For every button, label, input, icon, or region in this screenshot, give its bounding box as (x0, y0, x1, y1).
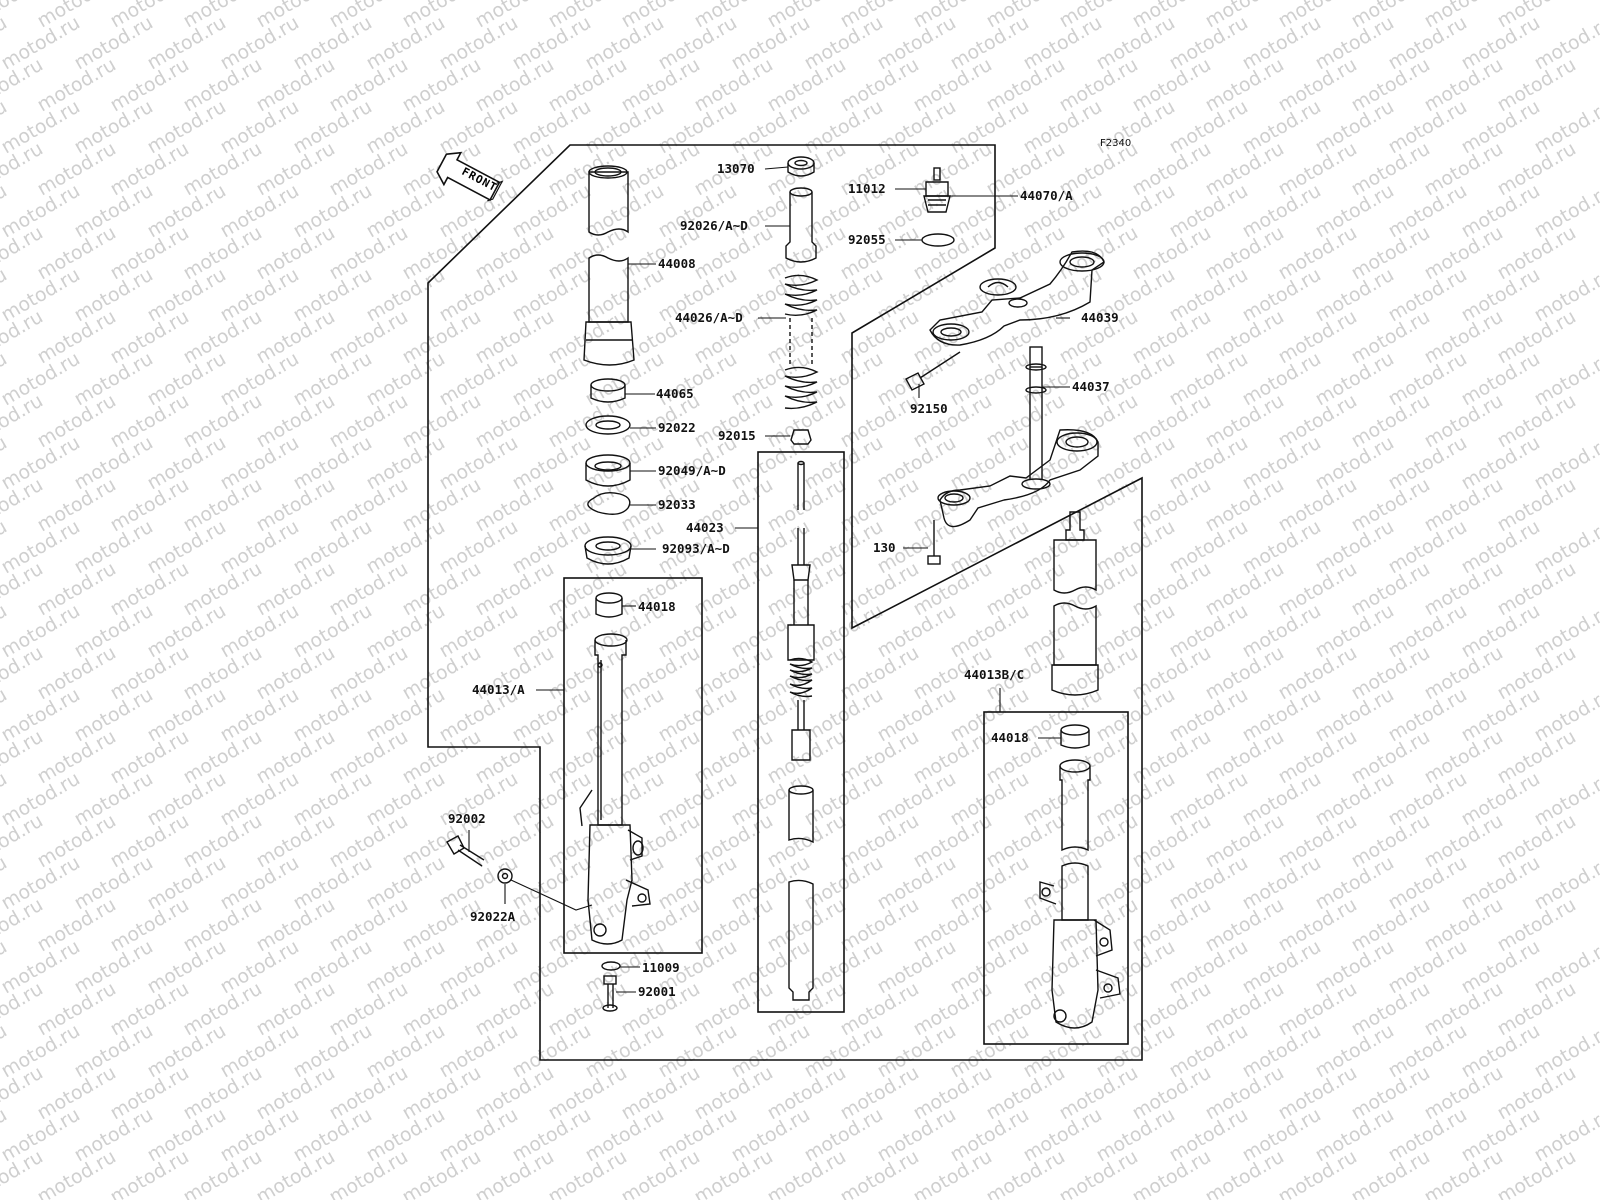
part-label-44023[interactable]: 44023 (686, 520, 724, 535)
part-label-92022a[interactable]: 92022A (470, 909, 516, 924)
part-label-92093[interactable]: 92093/A~D (662, 541, 730, 556)
part-label-44037[interactable]: 44037 (1072, 379, 1110, 394)
part-label-13070[interactable]: 13070 (717, 161, 755, 176)
steering-stem-44037 (937, 346, 1099, 528)
spacer-92026 (785, 187, 817, 263)
air-valve-11012 (923, 167, 951, 213)
part-label-92049[interactable]: 92049/A~D (658, 463, 726, 478)
part-label-92033[interactable]: 92033 (658, 497, 696, 512)
outer-tube-44008 (583, 165, 635, 366)
part-label-44018-left[interactable]: 44018 (638, 599, 676, 614)
spring-44026 (784, 274, 819, 410)
part-label-44065[interactable]: 44065 (656, 386, 694, 401)
part-label-92026[interactable]: 92026/A~D (680, 218, 748, 233)
bolt-92002 (446, 835, 485, 867)
part-label-44039[interactable]: 44039 (1081, 310, 1119, 325)
collar-13070 (787, 156, 815, 177)
inner-tube-44013 (579, 633, 651, 945)
bushing-44018-right (1060, 724, 1090, 749)
oil-seal-92049 (585, 454, 631, 487)
part-label-44026[interactable]: 44026/A~D (675, 310, 743, 325)
bushing-44018-left (595, 592, 623, 618)
upper-bracket-44039 (929, 250, 1105, 346)
washer-92022a (497, 868, 513, 884)
bushing-44065 (590, 378, 626, 403)
damper-rod-box (757, 451, 845, 1013)
part-label-44018-right[interactable]: 44018 (991, 730, 1029, 745)
reference-code: F2340 (1100, 138, 1132, 149)
inner-tube-right (1039, 759, 1121, 1029)
outer-tube-44013bc (1051, 511, 1099, 696)
bolt-92001 (602, 975, 618, 1012)
part-label-44013[interactable]: 44013/A (472, 682, 525, 697)
bolt-130 (927, 520, 941, 565)
gasket-11009 (601, 961, 621, 971)
front-arrow-icon (436, 151, 504, 202)
o-ring-92055 (921, 233, 955, 247)
washer-92022 (585, 415, 631, 435)
part-label-44008[interactable]: 44008 (658, 256, 696, 271)
circlip-92033 (587, 491, 631, 515)
part-label-92055[interactable]: 92055 (848, 232, 886, 247)
bolt-92150 (905, 351, 961, 391)
part-label-92022[interactable]: 92022 (658, 420, 696, 435)
part-label-130[interactable]: 130 (873, 540, 896, 555)
part-label-44013bc[interactable]: 44013B/C (964, 667, 1025, 682)
part-label-92150[interactable]: 92150 (910, 401, 948, 416)
dust-seal-92093 (584, 536, 632, 565)
part-label-44070[interactable]: 44070/A (1020, 188, 1073, 203)
part-label-92002[interactable]: 92002 (448, 811, 486, 826)
right-fork-box (983, 711, 1129, 1045)
left-fork-box (563, 577, 703, 954)
main-group-outline (427, 144, 1143, 1061)
nut-92015 (790, 429, 812, 445)
part-label-11012[interactable]: 11012 (848, 181, 886, 196)
part-label-11009[interactable]: 11009 (642, 960, 680, 975)
part-label-92015[interactable]: 92015 (718, 428, 756, 443)
part-label-92001[interactable]: 92001 (638, 984, 676, 999)
damper-rod-44023 (787, 460, 815, 1001)
